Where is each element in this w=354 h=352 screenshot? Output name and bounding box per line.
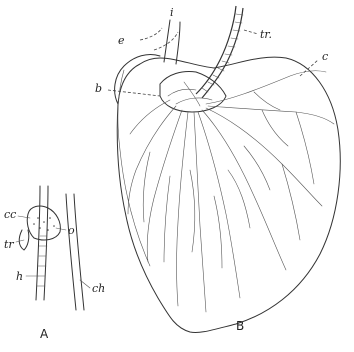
label-a-ch: ch: [92, 282, 105, 295]
trachea-trunk-2: [202, 8, 243, 98]
leader-b-tr: [244, 30, 258, 34]
tube-ch: [66, 194, 76, 310]
tube-h-2: [44, 186, 48, 300]
tube-ch-2: [74, 194, 84, 310]
organ-b-stalk-i: [164, 20, 170, 62]
leader-a-tr: [16, 240, 24, 242]
leader-a-o: [56, 228, 66, 230]
label-b-c: c: [322, 50, 328, 63]
label-a-tr: tr: [4, 238, 14, 251]
organ-b-dashed-e: [140, 28, 162, 40]
panel-a-label: A: [40, 327, 49, 341]
panel-b-label: B: [236, 319, 244, 333]
label-b-i: i: [170, 6, 174, 19]
panel-b-illustration: [108, 6, 340, 333]
tube-h: [36, 186, 40, 300]
leader-b-b: [108, 90, 160, 96]
label-b-tr: tr.: [260, 28, 272, 41]
label-a-h: h: [16, 270, 23, 283]
leader-a-cc: [18, 216, 30, 218]
organ-a-stipple: [33, 217, 55, 231]
tracheole-network: [128, 71, 334, 312]
label-b-e: e: [118, 34, 125, 47]
organ-b-left-edge: [118, 70, 150, 266]
label-b-b: b: [95, 82, 102, 95]
label-a-cc: cc: [4, 208, 16, 221]
label-a-o: o: [68, 224, 75, 237]
organ-a-body: [27, 206, 60, 240]
organ-b-stalk-i-2: [176, 22, 180, 64]
tracheal-cluster: [160, 72, 226, 113]
leader-b-c: [300, 60, 318, 76]
panel-a-illustration: [16, 186, 90, 310]
